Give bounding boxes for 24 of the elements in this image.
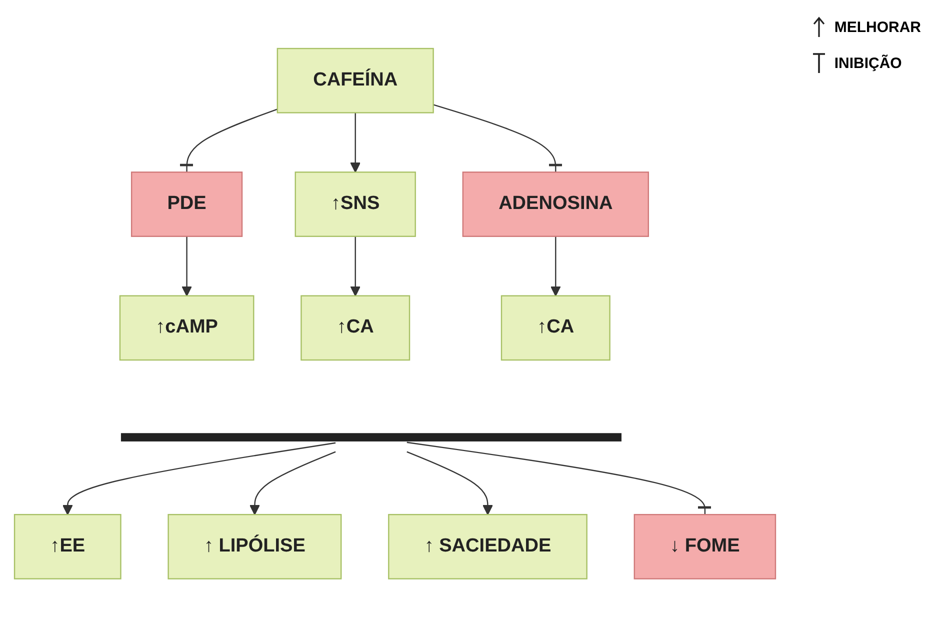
process-box: ↑cAMP <box>119 296 254 361</box>
arrow <box>406 452 493 516</box>
process-box: PDE <box>130 172 243 238</box>
process-box: ↑CA <box>300 296 410 361</box>
process-box: ↓ FOME <box>634 514 776 580</box>
process-box: ↑ LIPÓLISE <box>168 514 342 580</box>
legend-text: INIBIÇÃO <box>834 54 902 72</box>
process-box: ↑ SACIEDADE <box>388 514 588 580</box>
process-box: ↑SNS <box>294 172 416 238</box>
process-box: CAFEÍNA <box>276 48 434 114</box>
process-box: ADENOSINA <box>462 172 649 238</box>
arrow <box>62 442 336 516</box>
connector <box>178 109 278 173</box>
arrow <box>350 236 361 297</box>
connector <box>433 104 564 173</box>
legend-text: MELHORAR <box>834 18 921 36</box>
arrow <box>350 113 361 173</box>
arrow <box>550 236 561 297</box>
connector <box>406 442 714 515</box>
bracket-bar <box>120 433 622 442</box>
process-box: ↑CA <box>500 296 610 361</box>
process-box: ↑EE <box>14 514 122 580</box>
arrow <box>182 236 192 297</box>
arrow <box>249 452 336 516</box>
